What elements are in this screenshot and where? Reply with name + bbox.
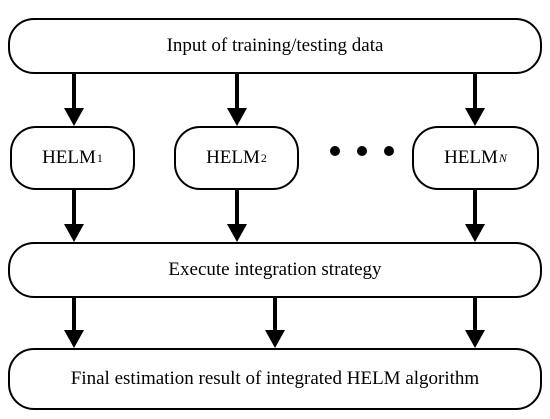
integration-strategy-label: Execute integration strategy (168, 259, 382, 280)
helm-node-2-sub: 2 (260, 150, 267, 165)
input-data-box: Input of training/testing data (8, 18, 542, 74)
arrow-integration-to-final-center (265, 298, 285, 348)
input-data-label: Input of training/testing data (166, 35, 384, 56)
helm-node-1-base: HELM (42, 147, 96, 168)
ellipsis-dot (330, 146, 340, 156)
arrow-input-to-helm-2 (227, 74, 247, 126)
arrow-input-to-helm-n (465, 74, 485, 126)
ellipsis-dot (357, 146, 367, 156)
helm-node-2-base: HELM (206, 147, 260, 168)
helm-node-n-sub: N (498, 150, 507, 165)
arrow-integration-to-final-left (64, 298, 84, 348)
arrow-integration-to-final-right (465, 298, 485, 348)
final-result-label: Final estimation result of integrated HE… (70, 368, 480, 389)
helm-node-1-sub: 1 (96, 150, 103, 165)
ellipsis-dot (384, 146, 394, 156)
arrow-input-to-helm-1 (64, 74, 84, 126)
arrow-helm-n-to-integration (465, 190, 485, 242)
helm-node-n-base: HELM (444, 147, 498, 168)
arrow-helm-2-to-integration (227, 190, 247, 242)
arrow-helm-1-to-integration (64, 190, 84, 242)
integration-strategy-box: Execute integration strategy (8, 242, 542, 298)
final-result-box: Final estimation result of integrated HE… (8, 348, 542, 410)
ellipsis-dots (330, 146, 400, 158)
